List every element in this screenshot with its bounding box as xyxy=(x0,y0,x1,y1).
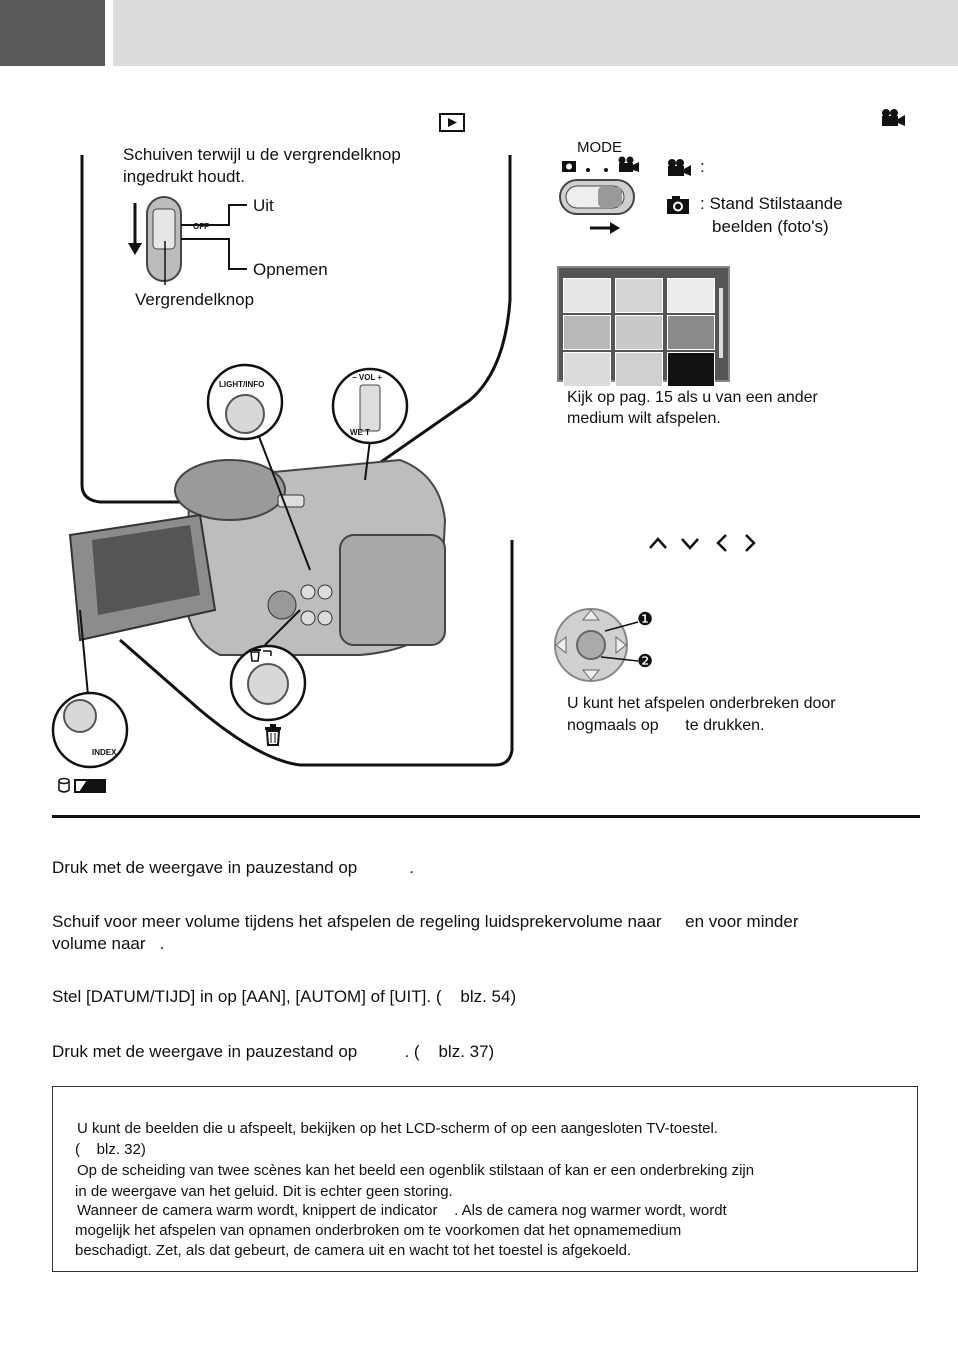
thumbnail xyxy=(667,315,715,350)
video-mode-colon: : xyxy=(700,157,705,176)
switch-record-label: Opnemen xyxy=(253,260,328,279)
direction-arrows xyxy=(649,534,756,552)
note-line: U kunt de beelden die u afspeelt, bekijk… xyxy=(77,1120,718,1137)
up-arrow-icon xyxy=(649,537,667,549)
power-switch-diagram xyxy=(128,196,247,285)
note-line: mogelijk het afspelen van opnamen onderb… xyxy=(75,1222,682,1239)
mode-label: MODE xyxy=(577,139,622,156)
switch-off-marking: OFF xyxy=(193,222,209,231)
video-camera-icon xyxy=(882,109,905,126)
note-line: Op de scheiding van twee scènes kan het … xyxy=(77,1162,755,1179)
thumbnail xyxy=(615,352,663,387)
note-line: ( blz. 32) xyxy=(75,1141,146,1158)
left-instruction-line1: Schuiven terwijl u de vergrendelknop xyxy=(123,145,401,164)
body-paragraph-4: Druk met de weergave in pauzestand op . … xyxy=(52,1042,495,1061)
play-button-icon xyxy=(439,113,465,132)
light-info-label: LIGHT/INFO xyxy=(219,380,265,389)
thumbnail xyxy=(563,278,611,313)
header-light-band xyxy=(113,0,958,66)
note-line: in de weergave van het geluid. Dit is ec… xyxy=(75,1183,453,1200)
thumbnail xyxy=(563,315,611,350)
thumbnail xyxy=(667,352,715,387)
header-dark-block xyxy=(0,0,105,66)
photo-mode-desc-line1: : Stand Stilstaande xyxy=(700,194,843,213)
pause-caption-line1: U kunt het afspelen onderbreken door xyxy=(567,695,836,712)
index-label: INDEX xyxy=(92,748,117,757)
camera-illustration xyxy=(51,155,514,769)
body-paragraph-2-line2: volume naar . xyxy=(52,934,165,953)
joystick-diagram xyxy=(554,608,639,682)
thumbnail-caption-line2: medium wilt afspelen. xyxy=(567,410,721,427)
thumbnail xyxy=(667,278,715,313)
wt-label: WE T xyxy=(350,428,370,437)
photo-mode-desc-line2: beelden (foto's) xyxy=(712,217,829,236)
thumbnail xyxy=(615,278,663,313)
thumbnail-caption-line1: Kijk op pag. 15 als u van een ander xyxy=(567,389,818,406)
down-arrow-icon xyxy=(681,538,699,550)
video-mode-icon xyxy=(668,159,691,176)
hdd-battery-icon xyxy=(58,777,106,793)
trash-small-icon xyxy=(249,649,272,662)
left-instruction-line2: ingedrukt houdt. xyxy=(123,167,245,186)
body-paragraph-2-line1: Schuif voor meer volume tijdens het afsp… xyxy=(52,912,799,931)
note-line: beschadigt. Zet, als dat gebeurt, de cam… xyxy=(75,1242,632,1259)
body-paragraph-3: Stel [DATUM/TIJD] in op [AAN], [AUTOM] o… xyxy=(52,987,517,1006)
switch-off-label: Uit xyxy=(253,196,274,215)
callout-badge-2: ❷ xyxy=(637,651,654,671)
body-paragraph-1: Druk met de weergave in pauzestand op . xyxy=(52,858,414,877)
left-arrow-icon xyxy=(716,534,727,552)
mode-switch-diagram xyxy=(559,156,639,234)
trash-icon xyxy=(265,724,281,746)
thumbnail xyxy=(563,352,611,387)
index-screen xyxy=(557,266,730,387)
section-divider xyxy=(52,815,920,818)
right-arrow-icon xyxy=(745,534,756,552)
pause-caption-line2: nogmaals op te drukken. xyxy=(567,717,765,734)
notes-box xyxy=(52,1086,918,1272)
note-line: Wanneer de camera warm wordt, knippert d… xyxy=(77,1202,727,1219)
callout-badge-1: ❶ xyxy=(637,609,654,629)
lock-button-label: Vergrendelknop xyxy=(135,290,255,309)
photo-mode-icon xyxy=(667,196,689,214)
vol-label: − VOL + xyxy=(352,373,383,382)
thumbnail xyxy=(615,315,663,350)
